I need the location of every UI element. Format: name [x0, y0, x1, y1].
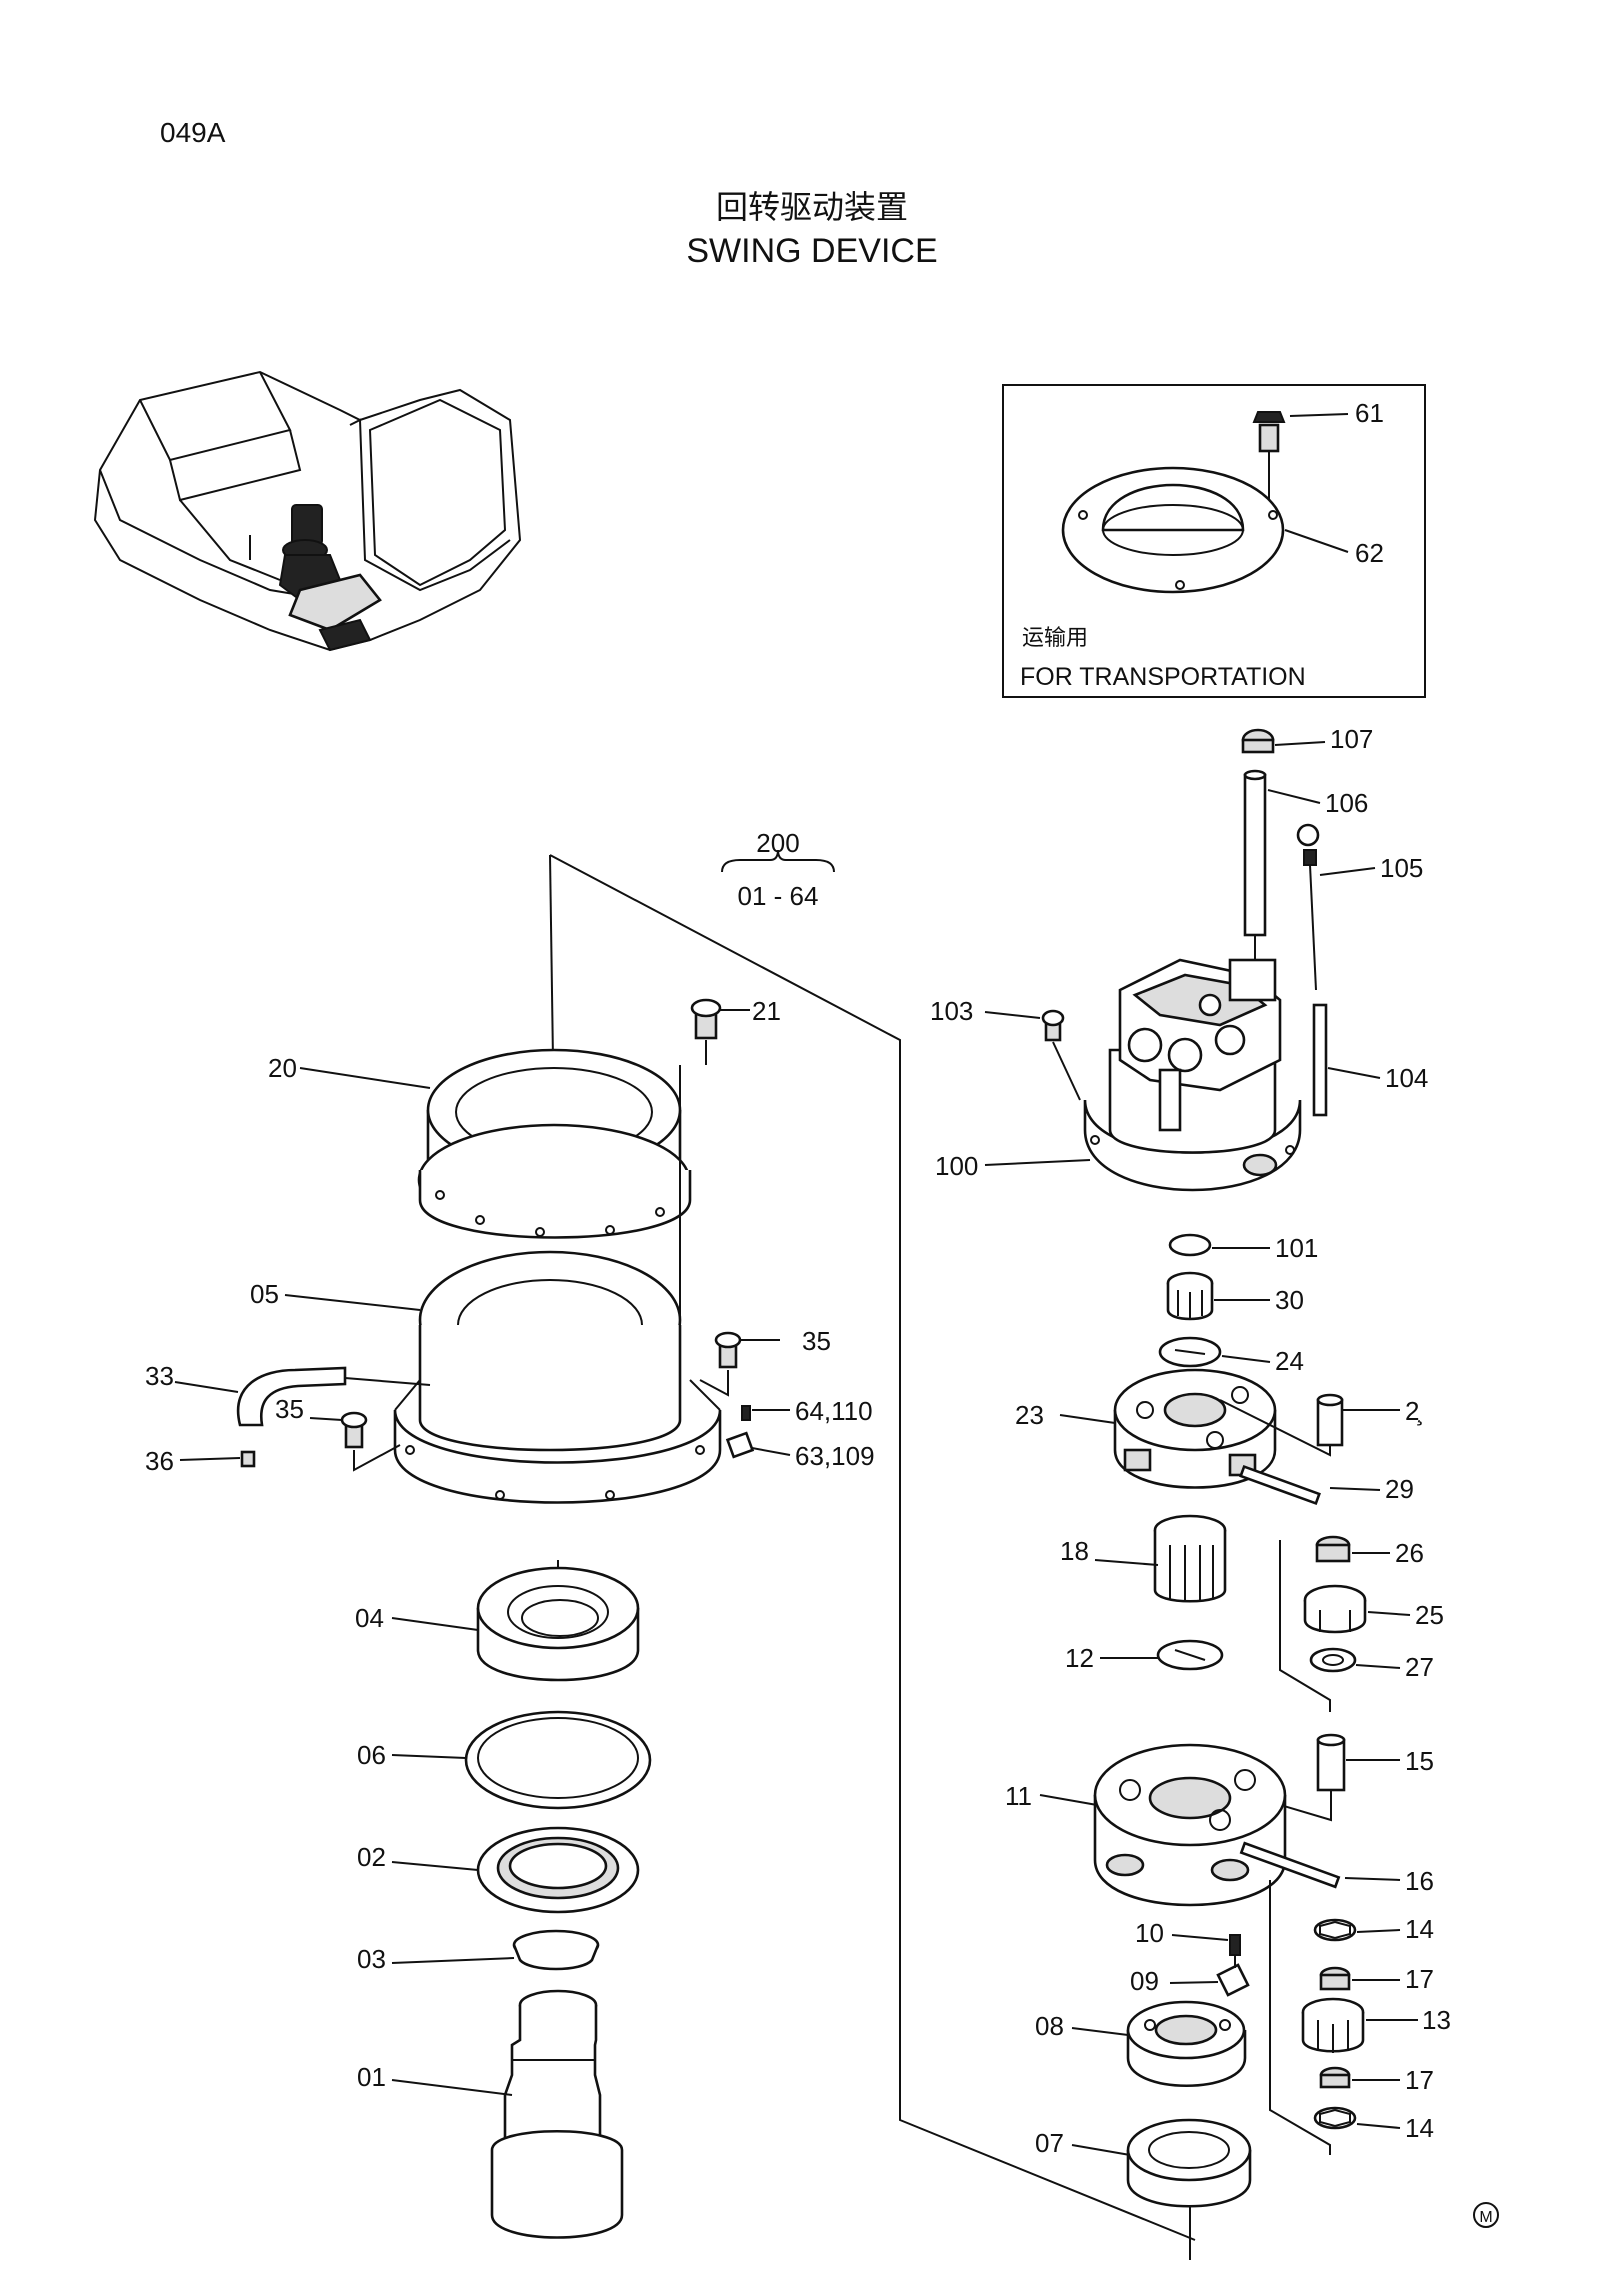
callout-25: 25 [1415, 1600, 1444, 1630]
carrier-23 [1113, 1368, 1277, 1489]
callout-16: 16 [1405, 1866, 1434, 1896]
circled-m-mark: M [1479, 2209, 1492, 2226]
title-english: SWING DEVICE [686, 232, 937, 270]
callout-26: 26 [1395, 1538, 1424, 1568]
seal-ring-06 [464, 1710, 652, 1810]
callout-35-left: 35 [275, 1394, 304, 1424]
callout-11: 11 [1005, 1781, 1032, 1811]
collar-03 [512, 1929, 600, 1971]
housing-05 [393, 1250, 722, 1504]
inset-note-chinese: 运输用 [1022, 625, 1088, 650]
callout-14-bottom: 14 [1405, 2113, 1434, 2143]
callout-23: 23 [1015, 1400, 1044, 1430]
callout-107: 107 [1330, 724, 1373, 754]
callout-101: 101 [1275, 1233, 1318, 1263]
callout-24: 24 [1275, 1346, 1304, 1376]
seal-02 [476, 1826, 640, 1914]
callout-08: 08 [1035, 2011, 1064, 2041]
planet-gear-13 [1301, 1997, 1365, 2053]
ring-gear-20 [417, 1048, 692, 1239]
callout-64-110: 64,110 [795, 1396, 873, 1426]
callout-04: 04 [355, 1603, 384, 1633]
callout-104: 104 [1385, 1063, 1428, 1093]
callout-28: 2̧ [1405, 1396, 1422, 1426]
callout-10: 10 [1135, 1918, 1164, 1948]
excavator-location-sketch [93, 370, 522, 652]
callout-30: 30 [1275, 1285, 1304, 1315]
callout-21: 21 [752, 996, 781, 1026]
callout-12: 12 [1065, 1643, 1094, 1673]
callout-33: 33 [145, 1361, 174, 1391]
callout-13: 13 [1422, 2005, 1451, 2035]
sun-gear-18 [1153, 1514, 1227, 1603]
gear-30 [1166, 1271, 1214, 1321]
callout-20: 20 [268, 1053, 297, 1083]
callout-02: 02 [357, 1842, 386, 1872]
assembly-range: 01 - 64 [738, 881, 819, 911]
page-code: 049A [160, 117, 226, 148]
callout-05: 05 [250, 1279, 279, 1309]
title-chinese: 回转驱动装置 [716, 189, 908, 225]
callout-35-right: 35 [802, 1326, 831, 1356]
plate-08 [1126, 2000, 1247, 2088]
callout-29: 29 [1385, 1474, 1414, 1504]
callout-01: 01 [357, 2062, 386, 2092]
swing-motor-100 [1083, 958, 1302, 1192]
callout-106: 106 [1325, 788, 1368, 818]
pin-28 [1316, 1393, 1344, 1447]
shaft-01 [490, 1989, 624, 2239]
callout-15: 15 [1405, 1746, 1434, 1776]
callout-18: 18 [1060, 1536, 1089, 1566]
callout-100: 100 [935, 1151, 978, 1181]
inset-note-english: FOR TRANSPORTATION [1020, 663, 1306, 691]
callout-63-109: 63,109 [795, 1441, 875, 1471]
callout-14-top: 14 [1405, 1914, 1434, 1944]
bearing-04 [476, 1566, 640, 1682]
callout-36: 36 [145, 1446, 174, 1476]
carrier-11 [1093, 1743, 1287, 1907]
callout-09: 09 [1130, 1966, 1159, 1996]
transport-inset-box [1002, 384, 1426, 698]
bearing-07 [1126, 2118, 1252, 2208]
bearing-26 [1315, 1535, 1351, 1563]
callout-103: 103 [930, 996, 973, 1026]
planet-gear-25 [1303, 1584, 1367, 1634]
callout-07: 07 [1035, 2128, 1064, 2158]
callout-17-bottom: 17 [1405, 2065, 1434, 2095]
callout-27: 27 [1405, 1652, 1434, 1682]
pin-15 [1316, 1733, 1346, 1792]
callout-06: 06 [357, 1740, 386, 1770]
callout-03: 03 [357, 1944, 386, 1974]
callout-62: 62 [1355, 538, 1384, 568]
callout-61: 61 [1355, 398, 1384, 428]
callout-105: 105 [1380, 853, 1423, 883]
callout-17-top: 17 [1405, 1964, 1434, 1994]
